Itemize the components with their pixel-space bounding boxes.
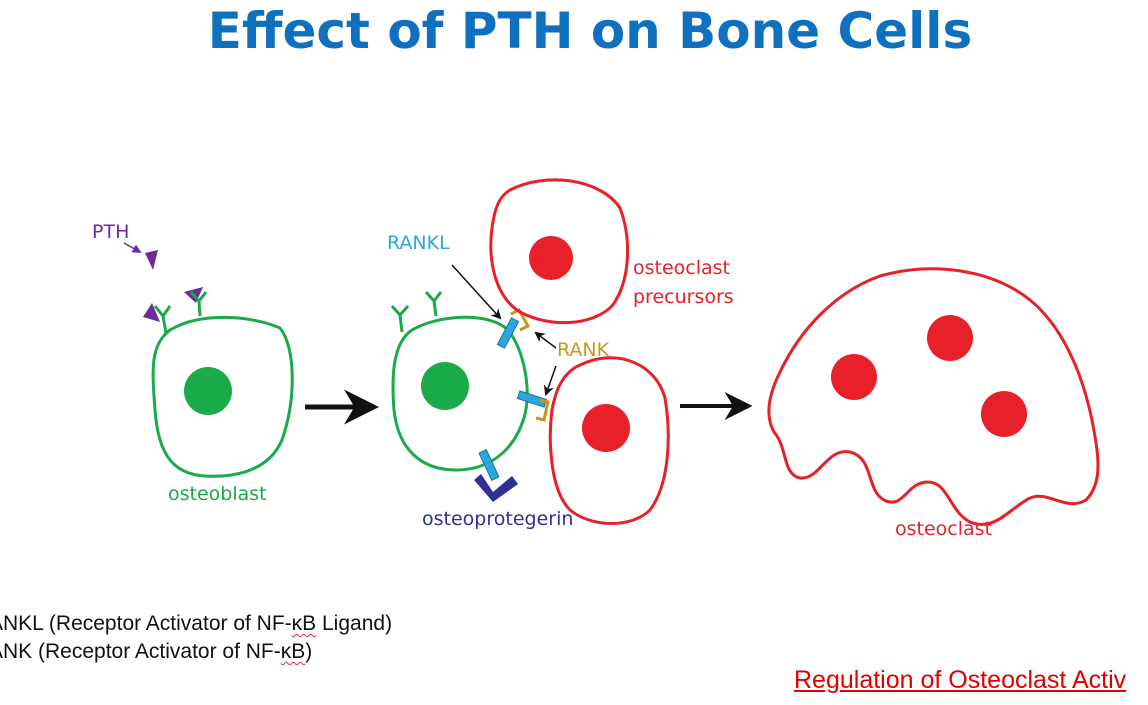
osteoclast-nucleus — [927, 315, 973, 361]
rankl-definition-suffix: Ligand) — [316, 612, 393, 635]
page-title: Effect of PTH on Bone Cells — [207, 2, 973, 60]
osteoclast-cell — [767, 267, 1100, 526]
rankl-pointer-arrow — [451, 264, 502, 320]
rankl-definition: ANKL (Receptor Activator of NF-κB Ligand… — [0, 610, 392, 638]
osteoblast-label: osteoblast — [168, 483, 267, 505]
regulation-of-osteoclast-link[interactable]: Regulation of Osteoclast Activ — [794, 666, 1127, 694]
osteoclast-precursor-nucleus — [529, 236, 573, 280]
osteoclast-nucleus — [981, 391, 1027, 437]
rank-receptor-icon — [535, 398, 550, 422]
osteoclast-precursors-label-line2: precursors — [633, 286, 734, 308]
pth-label: PTH — [92, 221, 129, 243]
rankl-molecule-icon — [478, 449, 500, 481]
rank-definition-suffix: ) — [305, 640, 313, 663]
rank-receptor-icon — [510, 308, 531, 332]
rankl-molecule-icon — [496, 317, 520, 349]
osteoclast-precursor-cell — [489, 178, 629, 325]
pth-arrow-icon — [123, 242, 142, 253]
abbreviation-notes: ANKL (Receptor Activator of NF-κB Ligand… — [0, 610, 392, 666]
activated-osteoblast-nucleus — [421, 362, 469, 410]
rankl-molecule-icon — [516, 390, 548, 408]
osteoclast-label: osteoclast — [895, 518, 992, 540]
pth-molecule-icon — [145, 250, 158, 270]
rankl-definition-text: ANKL (Receptor Activator of NF- — [0, 612, 292, 635]
rankl-definition-kb: κB — [291, 612, 317, 635]
osteoblast-nucleus — [184, 367, 232, 415]
rank-definition: ANK (Receptor Activator of NF-κB) — [0, 638, 392, 666]
pth-molecule-icon — [143, 303, 160, 322]
rankl-label: RANKL — [387, 232, 450, 254]
rank-definition-text: ANK (Receptor Activator of NF- — [0, 640, 281, 663]
osteoblast-cell — [151, 291, 294, 478]
osteoclast-precursors-label-line1: osteoclast — [633, 257, 730, 279]
osteoprotegerin-label: osteoprotegerin — [422, 508, 573, 530]
rank-pointer-arrow — [534, 331, 557, 349]
osteoclast-precursor-nucleus — [582, 404, 630, 452]
activated-osteoblast-cell — [390, 291, 529, 472]
osteoclast-precursor-cell — [548, 356, 670, 525]
rank-pointer-arrow — [543, 365, 557, 396]
osteoprotegerin-icon — [474, 474, 518, 502]
rank-label: RANK — [557, 339, 610, 361]
rank-definition-kb: κB — [280, 640, 306, 663]
osteoclast-nucleus — [831, 354, 877, 400]
